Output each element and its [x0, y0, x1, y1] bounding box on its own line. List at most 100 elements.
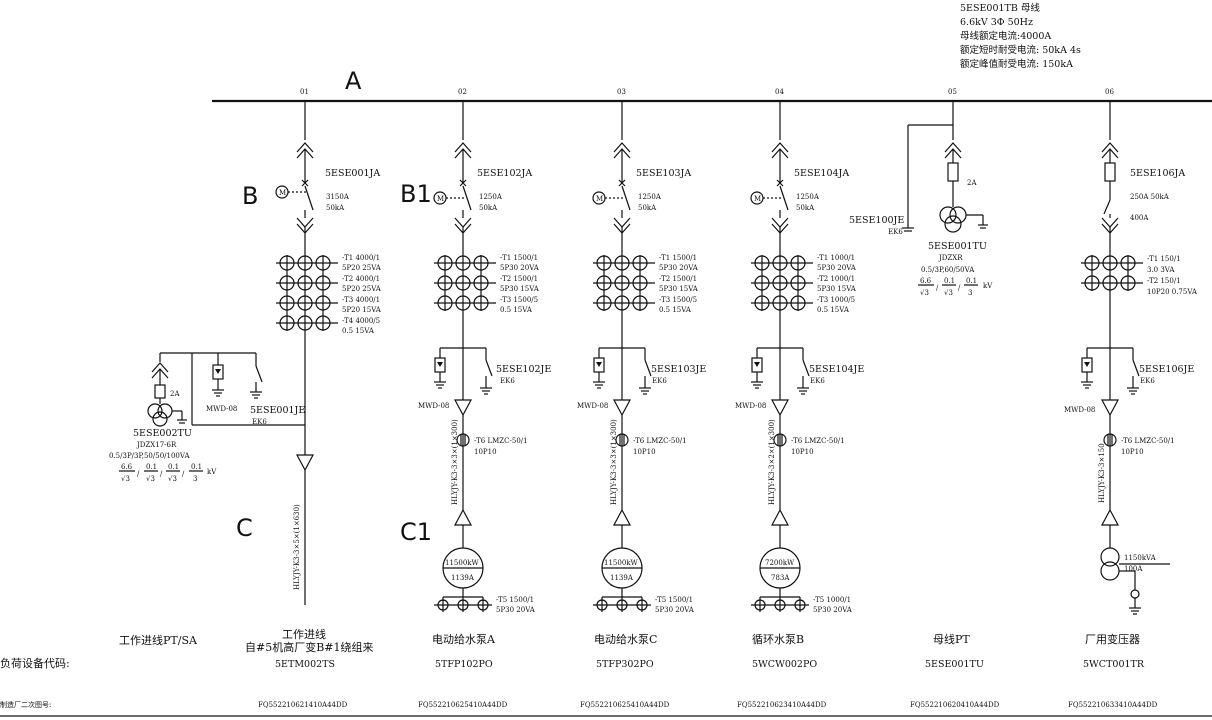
neutral-ct-class: 5P30 20VA: [496, 606, 536, 614]
cable-spec: HLYJY-K3-3×5×(1×630): [293, 504, 301, 590]
load-name: 电动给水泵C: [594, 633, 657, 646]
column-number: 04: [775, 88, 784, 96]
zero-sequence-ct-spec: -T6 LMZC-50/1: [633, 437, 687, 445]
svg-text:0.1: 0.1: [168, 463, 179, 471]
drawing-number: FQ552210620410A44DD: [910, 701, 1000, 709]
drawing-number: FQ552210625410A44DD: [580, 701, 670, 709]
svg-text:/: /: [958, 284, 961, 292]
ct-spec: -T1 4000/1: [342, 254, 380, 262]
earthing-switch-code: 5ESE103JE: [651, 364, 706, 375]
ct-spec: -T2 1500/1: [659, 275, 697, 283]
breaker-code: 5ESE106JA: [1130, 168, 1185, 179]
svg-text:0.1: 0.1: [944, 277, 955, 285]
ct-spec: -T3 1500/5: [500, 296, 538, 304]
svg-text:M: M: [596, 195, 603, 203]
pt-ratio: 6.6 √3 / 0.1 √3 / 0.1 3 kV: [918, 277, 993, 297]
zero-sequence-ct-icon: [1103, 433, 1117, 447]
ct-spec: -T2 1500/1: [500, 275, 538, 283]
ct-spec: 5P30 15VA: [817, 285, 857, 293]
bus-rated-current: 母线额定电流:4000A: [960, 30, 1051, 42]
earthing-switch-code: 5ESE001JE: [250, 405, 305, 416]
neutral-ct-class: 5P30 20VA: [655, 606, 695, 614]
motor-power: 11500kW: [604, 559, 639, 567]
zero-sequence-ct-class: 10P10: [474, 448, 497, 456]
fuse-icon: [947, 162, 959, 182]
feeder-05-bus-pt: 05 2A 5ESE100JE EK6 5ESE001TU JDZXR 0.5/…: [849, 88, 993, 297]
earthing-switch-code: 5ESE104JE: [809, 364, 864, 375]
fuse-rating: 2A: [170, 390, 180, 398]
ct-spec: 5P30 20VA: [659, 264, 699, 272]
breaker-icon: [618, 179, 626, 187]
zero-sequence-ct-class: 10P10: [633, 448, 656, 456]
breaker-rating: 50kA: [638, 204, 657, 212]
bus-voltage: 6.6kV 3Φ 50Hz: [960, 17, 1033, 28]
earthing-switch-type: EK6: [500, 377, 515, 385]
breaker-rating: 3150A: [326, 193, 350, 201]
breaker-icon: [459, 179, 467, 187]
ct-spec: -T3 1500/5: [659, 296, 697, 304]
ct-spec: 0.5 15VA: [500, 306, 533, 314]
svg-text:3: 3: [968, 289, 972, 297]
cable-termination-icon: [771, 508, 789, 526]
load-code-row-label: 负荷设备代码:: [0, 656, 70, 670]
feeder-06-transformer: 06 5ESE106JA 250A 50kA 400A -T1 150/1 3.…: [1064, 88, 1198, 615]
feeder-01: 01 M 5ESE001JA 3150A 50kA -T1 4000/1 5P2…: [275, 88, 382, 605]
cable-termination-icon: [613, 399, 631, 417]
ct-spec: -T2 4000/1: [342, 275, 380, 283]
motor-power: 7200kW: [765, 559, 795, 567]
pt-winding-icon: [939, 206, 957, 224]
motor-current: 1139A: [451, 574, 475, 582]
load-code: 5ESE001TU: [925, 659, 984, 670]
zero-sequence-ct-icon: [773, 433, 787, 447]
load-code: 5ETM002TS: [275, 659, 335, 670]
svg-text:0.1: 0.1: [966, 277, 977, 285]
zero-sequence-ct-icon: [615, 433, 629, 447]
zero-sequence-ct-icon: [456, 433, 470, 447]
neutral-ct-cores: [593, 588, 651, 612]
transformer-rating: 1150kVA: [1124, 554, 1157, 562]
label-a: A: [345, 67, 362, 95]
drawing-number: FQ552210633410A44DD: [1068, 701, 1158, 709]
ct-spec: -T3 1000/5: [817, 296, 855, 304]
breaker-rating: 1250A: [638, 193, 662, 201]
ct-spec: 0.5 15VA: [659, 306, 692, 314]
ct-spec: -T1 1500/1: [659, 254, 697, 262]
fuse-icon: [154, 384, 166, 399]
ct-spec: -T2 1000/1: [817, 275, 855, 283]
transformer-winding-icon: [1100, 547, 1120, 567]
load-name: 母线PT: [933, 632, 970, 646]
ct-spec: -T2 150/1: [1147, 277, 1181, 285]
drawing-row-label: 制造厂二次图号:: [0, 700, 51, 709]
cable-termination-icon: [454, 508, 472, 526]
cable-spec: HLYJY-K3-3×3×(1×300): [451, 419, 459, 505]
load-name: 循环水泵B: [752, 633, 804, 646]
bottom-labels: 工作进线PT/SA 工作进线 自#5机高厂变B#1绕组来 电动给水泵A 电动给水…: [0, 627, 1212, 717]
transformer-current: 100A: [1124, 565, 1143, 573]
svg-text:kV: kV: [207, 468, 217, 476]
earthing-switch-icon: [802, 359, 810, 377]
bus-peak: 额定峰值耐受电流: 150kA: [960, 58, 1073, 70]
ct-spec: 0.5 15VA: [817, 306, 850, 314]
neutral-ct-spec: -T5 1500/1: [496, 596, 534, 604]
neutral-ct-class: 5P30 20VA: [813, 606, 853, 614]
svg-text:√3: √3: [121, 475, 130, 483]
breaker-rating: 400A: [1130, 214, 1149, 222]
svg-text:√3: √3: [944, 289, 953, 297]
load-code: 5TFP302PO: [596, 659, 654, 670]
load-name: 工作进线: [282, 627, 326, 641]
breaker-rating: 50kA: [326, 204, 345, 212]
svg-text:/: /: [936, 284, 939, 292]
svg-text:6.6: 6.6: [121, 463, 133, 471]
load-name: 工作进线PT/SA: [119, 633, 198, 647]
pt-code: 5ESE001TU: [928, 241, 987, 252]
svg-text:/: /: [137, 470, 140, 478]
breaker-icon: [776, 179, 784, 187]
pt-spec: 0.5/3P/3P,50/50/100VA: [109, 452, 190, 460]
feeder-04: 04 M 5ESE104JA 1250A 50kA -T1 1000/1 5P3…: [735, 88, 864, 614]
zero-sequence-ct-class: 10P10: [791, 448, 814, 456]
neutral-ct-spec: -T5 1500/1: [655, 596, 693, 604]
load-code: 5WCT001TR: [1083, 659, 1145, 670]
svg-text:/: /: [182, 470, 185, 478]
svg-text:/: /: [160, 470, 163, 478]
neutral-ct-cores: [751, 588, 809, 612]
